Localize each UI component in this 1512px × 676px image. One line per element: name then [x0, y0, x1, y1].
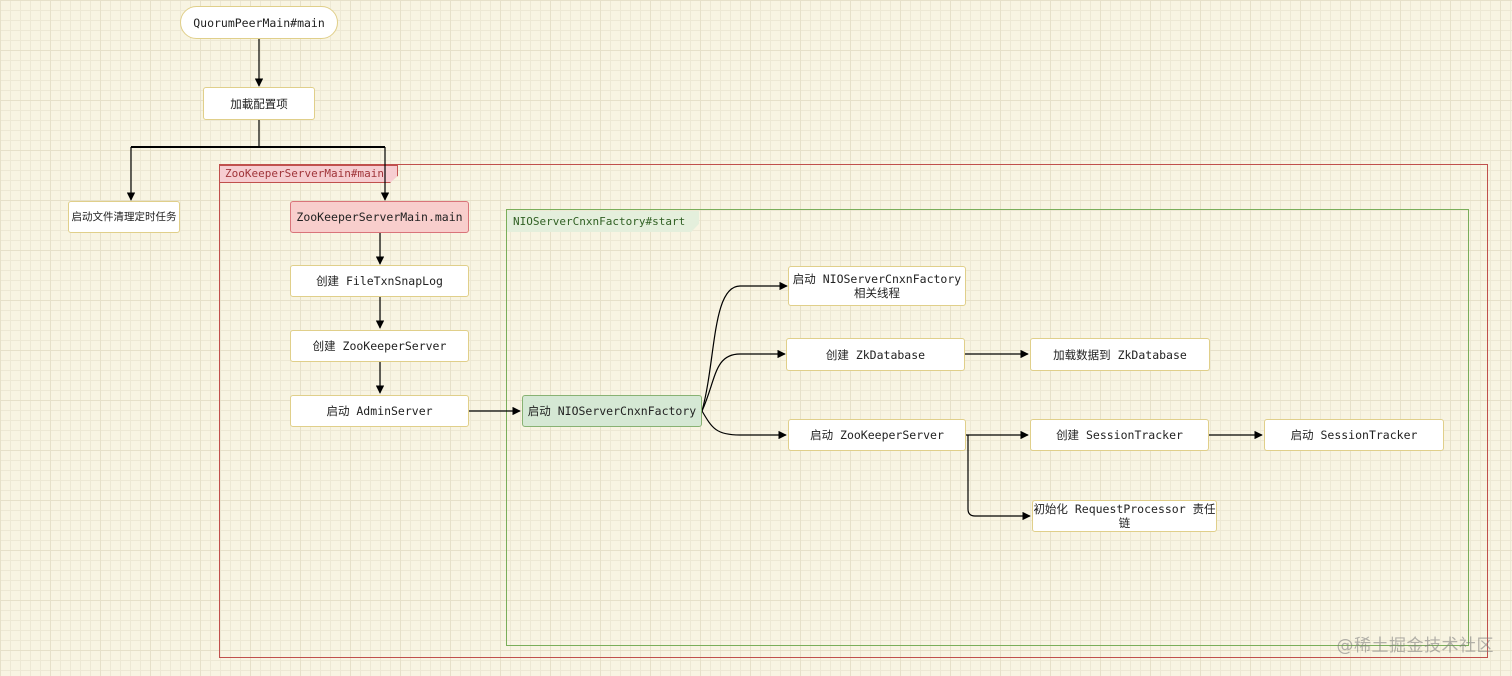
- load-data-zkdatabase-node[interactable]: 加载数据到 ZkDatabase: [1030, 338, 1210, 371]
- quorum-peer-main-node[interactable]: QuorumPeerMain#main: [180, 6, 338, 39]
- start-nio-threads-node[interactable]: 启动 NIOServerCnxnFactory 相关线程: [788, 266, 966, 306]
- nio-server-cnxn-factory-frame-label: NIOServerCnxnFactory#start: [507, 211, 699, 232]
- init-request-processor-node[interactable]: 初始化 RequestProcessor 责任链: [1032, 500, 1217, 532]
- nio-server-cnxn-factory-frame: [506, 209, 1469, 646]
- start-session-tracker-node[interactable]: 启动 SessionTracker: [1264, 419, 1444, 451]
- start-zookeeper-server-node[interactable]: 启动 ZooKeeperServer: [788, 419, 966, 451]
- zookeeper-server-main-frame: [219, 164, 1488, 658]
- watermark: @稀土掘金技术社区: [1336, 636, 1494, 656]
- zookeeper-server-main-frame-label: ZooKeeperServerMain#main: [219, 165, 398, 183]
- start-nio-server-cnxn-factory-node[interactable]: 启动 NIOServerCnxnFactory: [522, 395, 702, 427]
- zookeeper-server-main-node[interactable]: ZooKeeperServerMain.main: [290, 201, 469, 233]
- create-zookeeper-server-node[interactable]: 创建 ZooKeeperServer: [290, 330, 469, 362]
- create-filetxnsnaplog-node[interactable]: 创建 FileTxnSnapLog: [290, 265, 469, 297]
- create-zkdatabase-node[interactable]: 创建 ZkDatabase: [786, 338, 965, 371]
- cleanup-task-node[interactable]: 启动文件清理定时任务: [68, 201, 180, 233]
- load-config-node[interactable]: 加載配置项: [203, 87, 315, 120]
- start-admin-server-node[interactable]: 启动 AdminServer: [290, 395, 469, 427]
- create-session-tracker-node[interactable]: 创建 SessionTracker: [1030, 419, 1209, 451]
